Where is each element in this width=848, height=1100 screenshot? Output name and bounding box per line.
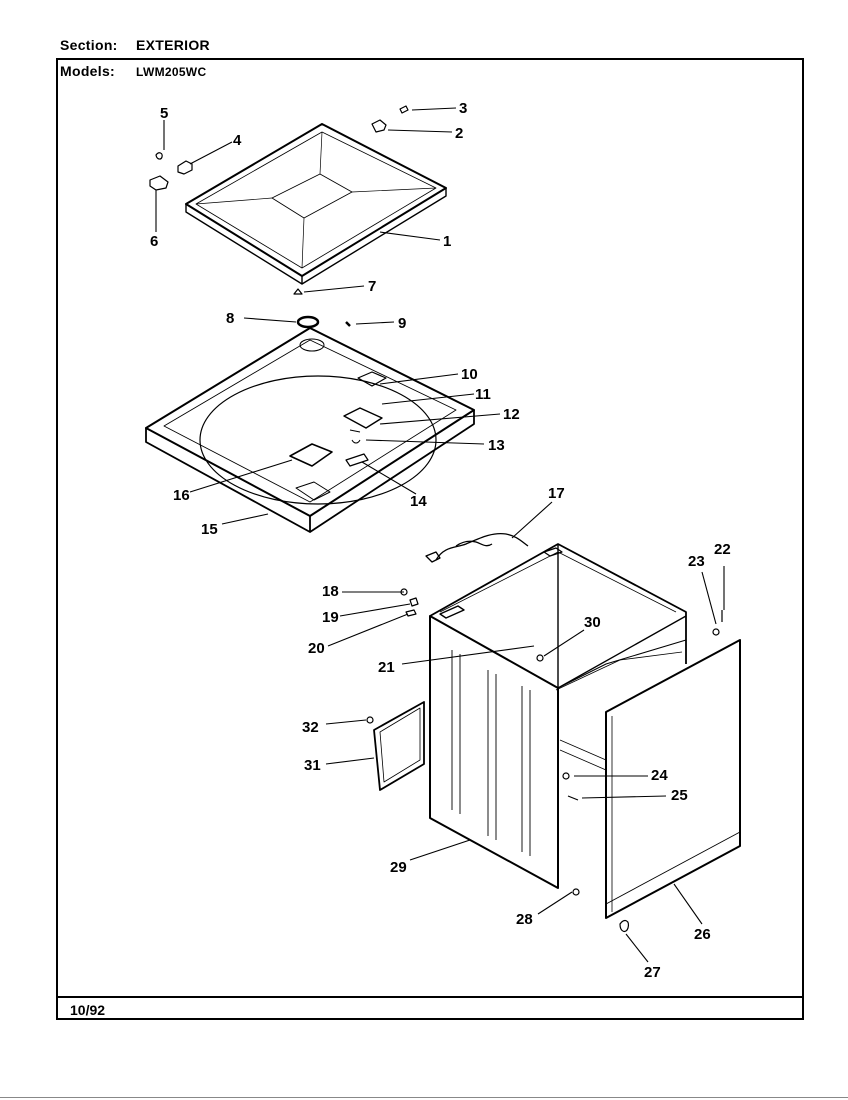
- callout-2: 2: [455, 125, 463, 142]
- callout-16: 16: [173, 487, 190, 504]
- footer-divider: [56, 996, 804, 998]
- lid-small-parts: [149, 105, 409, 295]
- access-panel: [373, 701, 425, 791]
- callout-14: 14: [410, 493, 427, 510]
- models-label: Models:: [60, 63, 115, 79]
- callout-28: 28: [516, 911, 533, 928]
- callout-11: 11: [475, 386, 491, 403]
- callout-10: 10: [461, 366, 478, 383]
- callout-25: 25: [671, 787, 688, 804]
- callout-4: 4: [233, 132, 242, 149]
- callout-17: 17: [548, 485, 565, 502]
- callout-7: 7: [368, 278, 376, 295]
- cabinet: [429, 543, 687, 889]
- callout-12: 12: [503, 406, 520, 423]
- callout-24: 24: [651, 767, 668, 784]
- callout-numbers: 1 2 3 4 5 6 7 8 9 10 11 12 13 14 15 16 1…: [150, 100, 731, 981]
- section-header: Section: EXTERIOR: [60, 37, 210, 53]
- callout-21: 21: [378, 659, 395, 676]
- models-value: LWM205WC: [136, 65, 207, 79]
- top-lid: [185, 123, 447, 285]
- models-header: Models: LWM205WC: [60, 63, 206, 79]
- side-panel: [605, 639, 741, 919]
- callout-29: 29: [390, 859, 407, 876]
- section-label: Section:: [60, 37, 118, 53]
- section-value: EXTERIOR: [136, 37, 210, 53]
- revision-date: 10/92: [70, 1002, 106, 1018]
- diagram-frame: [56, 58, 804, 1020]
- callout-1: 1: [443, 233, 451, 250]
- callout-15: 15: [201, 521, 218, 538]
- callout-8: 8: [226, 310, 234, 327]
- callout-23: 23: [688, 553, 705, 570]
- callout-20: 20: [308, 640, 325, 657]
- callout-32: 32: [302, 719, 319, 736]
- top-frame: [145, 315, 475, 533]
- callout-31: 31: [304, 757, 321, 774]
- callout-5: 5: [160, 105, 168, 122]
- callout-30: 30: [584, 614, 601, 631]
- callout-3: 3: [459, 100, 467, 117]
- power-cord: [425, 532, 529, 563]
- callout-9: 9: [398, 315, 406, 332]
- callout-18: 18: [322, 583, 339, 600]
- callout-27: 27: [644, 964, 661, 981]
- page-bottom-line: [0, 1097, 848, 1098]
- leader-lines: [155, 107, 725, 963]
- callout-13: 13: [488, 437, 505, 454]
- callout-6: 6: [150, 233, 158, 250]
- callout-19: 19: [322, 609, 339, 626]
- callout-22: 22: [714, 541, 731, 558]
- callout-26: 26: [694, 926, 711, 943]
